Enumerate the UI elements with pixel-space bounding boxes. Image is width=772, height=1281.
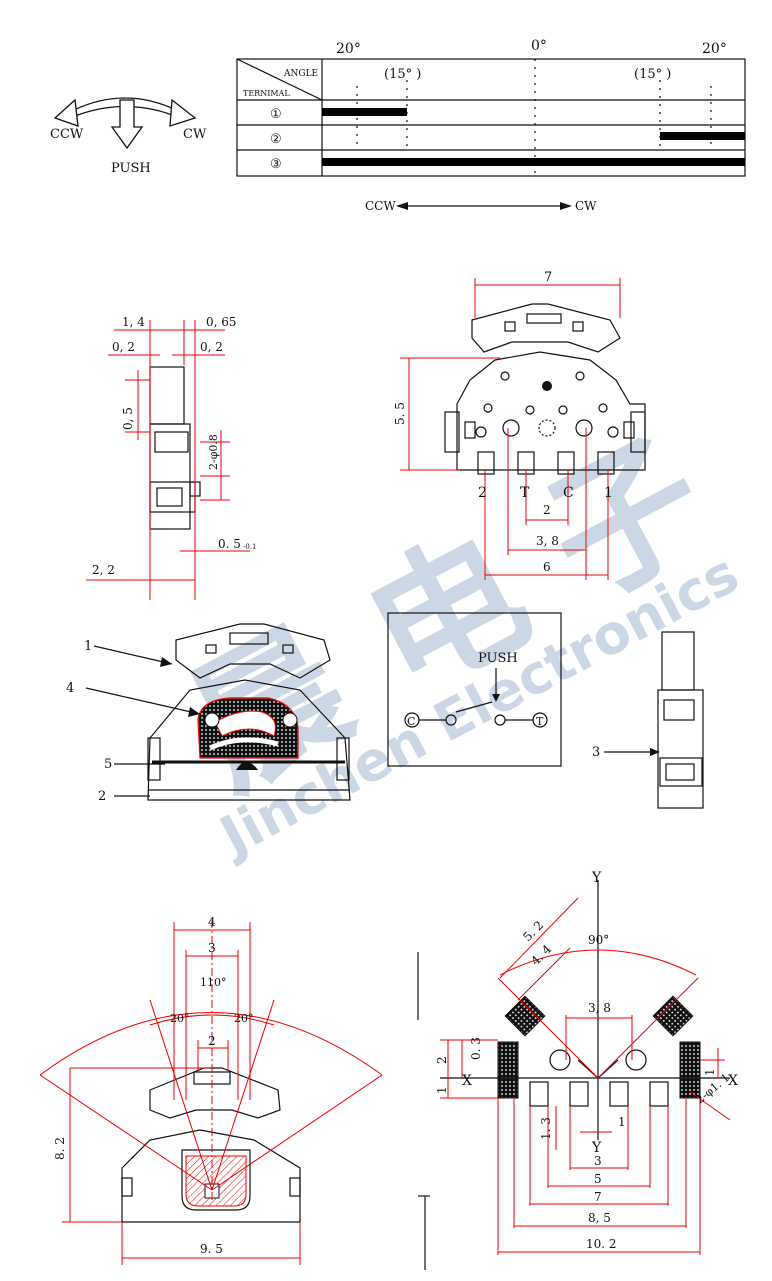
dim-8-5: 8, 5 [588,1211,611,1225]
row-1-bar [322,108,407,116]
dim-hole: 2-φ0.8 [207,434,220,470]
direction-cw: CW [575,199,597,213]
dim-110: 110° [200,976,227,989]
callout-1: 1 [84,639,92,654]
dim-4: 4 [208,915,216,929]
callout-3: 3 [592,745,600,760]
side-view: 1, 4 0, 65 0, 2 0, 2 0, 5 2-φ0.8 0. 5 -0… [86,315,257,600]
switch-schematic: PUSH C T [387,612,562,767]
dim-0-5: 0, 5 [121,407,135,430]
dim-90: 90° [588,933,609,947]
dim-7-fp: 7 [594,1190,602,1204]
axis-x-left: X [462,1073,472,1089]
dim-3-8-fp: 3, 8 [588,1001,611,1015]
footprint-view: Y Y X X 5. 2 4. 4 90° 3, 8 2 0. 3 1 1 2-… [417,870,738,1270]
angle-center-label: 0° [531,38,547,54]
header-terminal: TERNIMAL [243,89,290,98]
dim-5-2: 5. 2 [520,918,546,944]
angle-left-label: 20° [336,41,361,57]
dim-2: 2 [543,503,551,517]
timing-chart: 20° 0° 20° ANGLE TERNIMAL (15° ) (15° ) … [236,38,746,213]
axis-y-top: Y [591,870,602,886]
chart-frame [236,58,746,177]
dim-0-2-a: 0, 2 [112,340,135,354]
callout-4: 4 [66,681,74,696]
schematic-push: PUSH [478,651,518,666]
dim-1-right: 1 [703,1068,717,1076]
dim-0-2-b: 0, 2 [200,340,223,354]
dim-7: 7 [544,270,552,285]
header-angle: ANGLE [283,69,318,79]
dim-20-left: 20° [170,1012,190,1025]
dim-1-center: 1 [618,1115,626,1129]
schematic-c: C [407,715,415,728]
angle-right-label: 20° [702,41,727,57]
schematic-t: T [536,715,544,728]
dim-5-fp: 5 [594,1172,602,1186]
callout-5: 5 [104,757,112,772]
dim-5-5: 5. 5 [393,402,407,425]
dim-0-65: 0, 65 [206,315,237,329]
axis-x-right: X [728,1073,738,1089]
dim-1-4: 1, 4 [122,315,145,329]
dim-9-5: 9. 5 [200,1242,223,1256]
callout-2: 2 [98,789,106,804]
dim-6: 6 [543,560,551,574]
pin-t: T [520,485,530,501]
row-3-bar [322,158,745,166]
span-right-label: (15° ) [634,67,671,82]
dim-3: 3 [208,941,216,955]
row-2-bar [660,132,745,140]
pin-1: 1 [604,485,613,501]
side-view-2: 3 [592,631,704,809]
cw-label: CW [183,127,207,142]
pin-c: C [563,485,574,501]
dim-1-3: 1. 3 [539,1117,553,1140]
assembly-view: 1 4 5 2 [66,623,351,804]
dim-tol: -0.1 [243,543,257,551]
direction-ccw: CCW [365,199,396,213]
dim-20-right: 20° [234,1012,254,1025]
dim-2-fp: 2 [435,1056,449,1064]
row-3-label: ③ [270,157,282,172]
dim-4-4: 4. 4 [528,942,554,968]
action-icon: CCW CW PUSH [50,97,207,176]
ccw-label: CCW [50,127,84,142]
pin-2: 2 [478,485,487,501]
dim-0-5-tol: 0. 5 [218,537,241,551]
span-left-label: (15° ) [384,67,421,82]
dim-2-2: 2, 2 [92,563,115,577]
axis-y-bottom: Y [591,1140,602,1156]
row-2-label: ② [270,132,282,147]
angle-view: 4 3 110° 20° 20° 2 8. 2 9. 5 [39,915,383,1265]
dim-2-angle: 2 [208,1034,216,1048]
front-view: 7 5. 5 2 T C 1 2 3, 8 6 [393,270,646,580]
dim-3-8: 3, 8 [536,534,559,548]
dim-0-3: 0. 3 [469,1037,483,1060]
dim-8-2: 8. 2 [53,1137,67,1160]
dim-3-fp: 3 [594,1154,602,1168]
dim-10-2: 10. 2 [586,1237,617,1251]
dim-1-fp: 1 [435,1086,449,1094]
row-1-label: ① [270,107,282,122]
push-label: PUSH [111,161,151,176]
